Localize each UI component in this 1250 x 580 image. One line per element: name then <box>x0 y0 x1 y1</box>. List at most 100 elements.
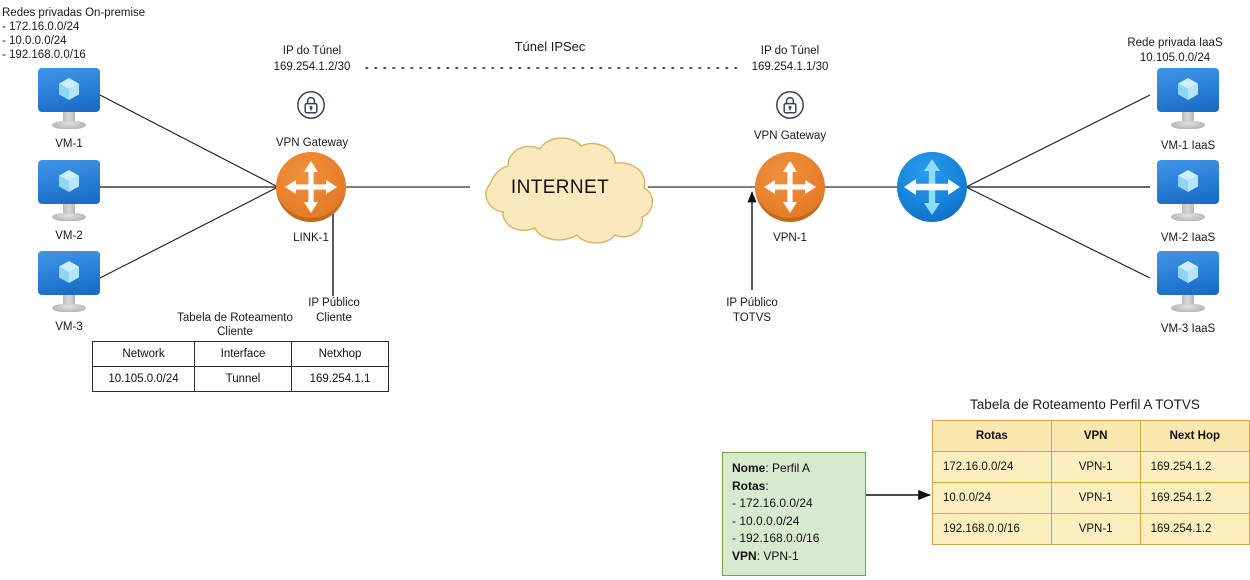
client-cell-nexthop: 169.254.1.1 <box>291 366 389 392</box>
vm-stand-base <box>1171 304 1205 312</box>
router-arrows-icon <box>285 161 337 213</box>
vm-label-vm2: VM-2 <box>55 230 83 242</box>
client-cell-network: 10.105.0.0/24 <box>92 366 195 392</box>
wire-router-to-vm1iaas <box>965 94 1151 188</box>
onprem-network-2: - 10.0.0.0/24 <box>2 35 67 47</box>
table-header-row: Network Interface Netxhop <box>92 341 389 367</box>
ipsec-tunnel-label: Túnel IPSec <box>514 39 586 54</box>
note-label-vpn: VPN <box>732 548 757 563</box>
vm-stand-base <box>1171 121 1205 129</box>
router-arrows-icon <box>904 159 960 215</box>
cube-icon <box>59 170 79 192</box>
totvs-cell-vpn: VPN-1 <box>1050 513 1141 545</box>
totvs-cell-vpn: VPN-1 <box>1050 482 1141 514</box>
client-th-interface: Interface <box>194 341 292 367</box>
table-row: 192.168.0.0/16 VPN-1 169.254.1.2 <box>932 513 1250 545</box>
table-row: 172.16.0.0/24 VPN-1 169.254.1.2 <box>932 451 1250 483</box>
cloud-shape-icon <box>485 137 654 244</box>
vm-icon-vm1-iaas <box>1157 68 1219 132</box>
totvs-th-nexthop: Next Hop <box>1139 420 1250 452</box>
note-value-vpn: : VPN-1 <box>756 548 799 563</box>
note-label-nome: Nome <box>732 461 766 475</box>
right-tunnel-ip: 169.254.1.1/30 <box>751 61 829 73</box>
wire-router-to-vm3iaas <box>965 186 1151 279</box>
note-route-2: - 10.0.0.0/24 <box>732 513 800 528</box>
totvs-cell-vpn: VPN-1 <box>1050 451 1141 483</box>
public-ip-totvs-caption-2: TOTVS <box>732 312 772 324</box>
note-value-nome: : Perfil A <box>765 461 811 475</box>
note-line-vpn: VPN: VPN-1 <box>732 548 856 566</box>
vm-label-vm1-iaas: VM-1 IaaS <box>1160 140 1216 152</box>
vm-label-vm1: VM-1 <box>55 138 83 150</box>
vm-stand-neck <box>63 295 75 305</box>
public-ip-client-caption-2: Cliente <box>316 312 352 324</box>
internet-cloud-label: INTERNET <box>510 176 610 198</box>
table-row: 10.0.0/24 VPN-1 169.254.1.2 <box>932 482 1250 514</box>
note-value-rotas: : <box>765 478 769 493</box>
note-line-rotas: Rotas: <box>732 478 856 496</box>
router-arrows-icon <box>764 161 816 213</box>
right-gateway-name: VPN-1 <box>773 232 807 244</box>
vm-stand-neck <box>1182 295 1194 305</box>
client-table-title-line1: Tabela de Roteamento <box>177 312 293 324</box>
vm-icon-vm3-iaas <box>1157 251 1219 315</box>
table-row: 10.105.0.0/24 Tunnel 169.254.1.1 <box>92 366 389 392</box>
vm-icon-vm3 <box>38 251 100 315</box>
vm-stand-neck <box>63 112 75 122</box>
iaas-network: 10.105.0.0/24 <box>1139 52 1211 64</box>
client-th-nexthop: Netxhop <box>291 341 389 367</box>
client-table-title-line2: Cliente <box>217 326 253 338</box>
totvs-th-vpn: VPN <box>1050 420 1141 452</box>
vm-stand-neck <box>63 204 75 214</box>
vpn-gateway-vpn1[interactable] <box>755 152 825 222</box>
cube-icon <box>59 78 79 100</box>
vm-stand-base <box>52 304 86 312</box>
totvs-table-title: Tabela de Roteamento Perfil A TOTVS <box>970 397 1200 412</box>
public-ip-client-caption-1: IP Público <box>308 297 360 309</box>
note-route-1: - 172.16.0.0/24 <box>732 496 813 510</box>
iaas-core-router[interactable] <box>897 152 967 222</box>
profile-a-note: Nome: Perfil A Rotas: - 172.16.0.0/24 - … <box>722 452 866 576</box>
public-ip-totvs-caption-1: IP Público <box>726 297 778 309</box>
cube-icon <box>1178 78 1198 100</box>
onprem-network-1: - 172.16.0.0/24 <box>2 21 80 33</box>
vm-label-vm2-iaas: VM-2 IaaS <box>1160 232 1216 244</box>
vm-stand-base <box>52 121 86 129</box>
vm-stand-base <box>52 213 86 221</box>
vm-stand-neck <box>1182 112 1194 122</box>
lock-icon <box>297 91 325 119</box>
totvs-cell-rota: 192.168.0.0/16 <box>932 513 1052 545</box>
vm-label-vm3: VM-3 <box>55 321 83 333</box>
vm-icon-vm2-iaas <box>1157 160 1219 224</box>
cube-icon <box>1178 170 1198 192</box>
vm-stand-neck <box>1182 204 1194 214</box>
cube-icon <box>59 261 79 283</box>
lock-icon <box>776 91 804 119</box>
totvs-routing-table: Rotas VPN Next Hop 172.16.0.0/24 VPN-1 1… <box>932 420 1250 545</box>
onprem-network-3: - 192.168.0.0/16 <box>2 49 86 61</box>
iaas-title: Rede privada IaaS <box>1127 37 1223 49</box>
cube-icon <box>1178 261 1198 283</box>
vpn-gateway-link1[interactable] <box>276 152 346 222</box>
table-header-row: Rotas VPN Next Hop <box>932 420 1250 452</box>
note-route-3: - 192.168.0.0/16 <box>732 531 820 545</box>
client-routing-table: Network Interface Netxhop 10.105.0.0/24 … <box>92 341 389 392</box>
note-label-rotas: Rotas <box>732 478 766 493</box>
internet-cloud: INTERNET <box>450 130 670 245</box>
totvs-th-rotas: Rotas <box>932 420 1052 452</box>
totvs-cell-nexthop: 169.254.1.2 <box>1139 513 1250 545</box>
right-tunnel-caption: IP do Túnel <box>760 45 820 57</box>
vm-label-vm3-iaas: VM-3 IaaS <box>1160 323 1216 335</box>
totvs-cell-rota: 172.16.0.0/24 <box>932 451 1052 483</box>
client-cell-interface: Tunnel <box>194 366 292 392</box>
right-vpn-gateway-label: VPN Gateway <box>753 130 827 142</box>
client-th-network: Network <box>92 341 195 367</box>
left-gateway-name: LINK-1 <box>293 232 329 244</box>
note-line-nome: Nome: Perfil A <box>732 460 856 478</box>
totvs-cell-nexthop: 169.254.1.2 <box>1139 451 1250 483</box>
vm-icon-vm2 <box>38 160 100 224</box>
left-tunnel-caption: IP do Túnel <box>282 45 342 57</box>
vm-icon-vm1 <box>38 68 100 132</box>
totvs-cell-rota: 10.0.0/24 <box>932 482 1052 514</box>
